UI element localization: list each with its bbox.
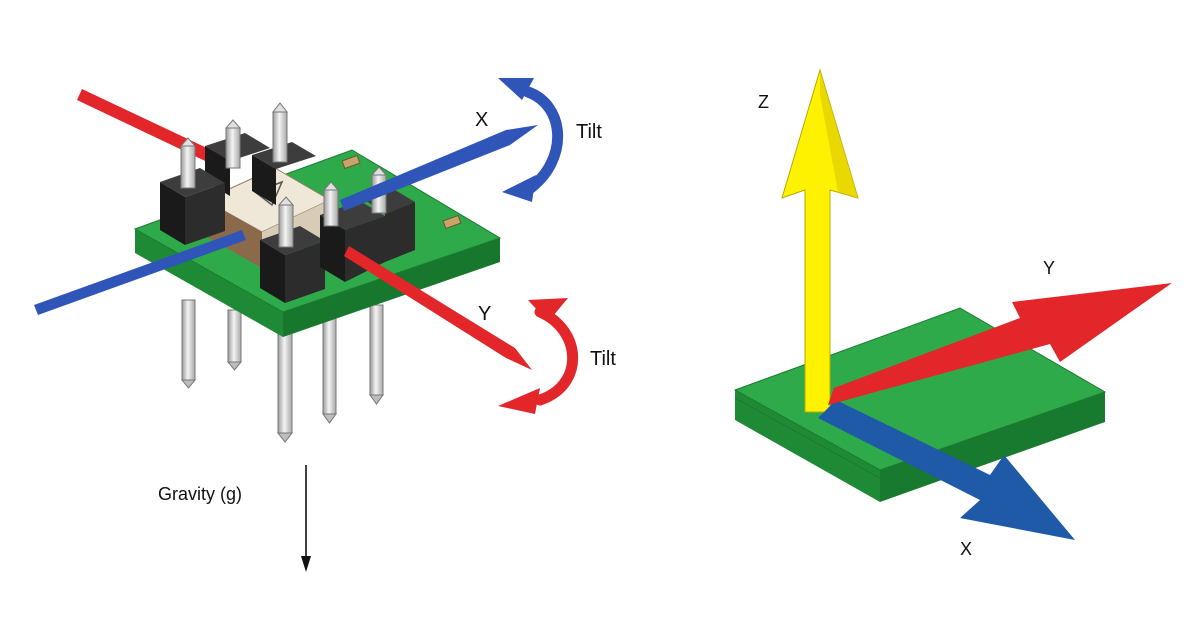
left-x-axis-label: X: [475, 109, 488, 131]
right-y-axis-arrow: [828, 283, 1172, 405]
gravity-arrow: [301, 465, 311, 572]
tilt-y-rotation-arrow: [498, 298, 579, 414]
x-axis-arrow: [34, 230, 246, 315]
gravity-label: Gravity (g): [158, 484, 242, 504]
smd-component: [341, 154, 361, 170]
right-z-axis-label: Z: [758, 92, 769, 112]
right-y-axis-label: Y: [1043, 258, 1055, 278]
right-x-axis-label: X: [960, 539, 972, 559]
tilt-x-rotation-arrow: [498, 78, 564, 202]
tilt-y-label: Tilt: [590, 348, 616, 370]
y-axis-arrow-front: [344, 246, 532, 370]
right-x-axis-arrow: [818, 400, 1075, 540]
smd-component: [442, 214, 462, 230]
tilt-x-label: Tilt: [576, 121, 602, 143]
y-axis-arrow-back: [77, 89, 226, 168]
left-y-axis-label: Y: [478, 303, 491, 325]
x-axis-arrow-tip: [340, 125, 538, 211]
right-diagram-axes: Z Y X: [733, 68, 1172, 559]
left-diagram-sensor-board: X Y Tilt Tilt Gravity (g): [34, 78, 616, 572]
header-blocks: [160, 102, 415, 303]
